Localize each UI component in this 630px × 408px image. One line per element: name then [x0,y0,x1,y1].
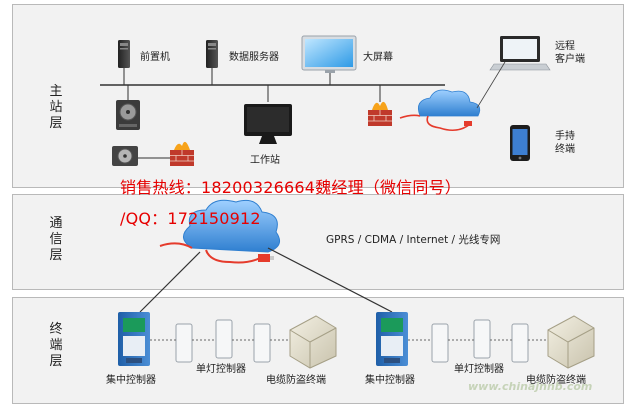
dbserver-label: 数据服务器 [229,52,279,63]
site-watermark: www.chinajnnb.com [468,380,593,393]
layer-label-comm: 通信层 [48,216,64,264]
frontend-label: 前置机 [140,52,170,63]
db-server-icon [206,40,218,68]
handheld-phone-icon [510,125,530,161]
cloud-to-right-concentrator-link [267,247,393,313]
handheld-label: 手持 终端 [555,130,575,156]
hard-disk-icon [116,100,140,130]
master-cloud-icon [399,61,506,132]
right-anti-theft-terminal-icon [547,315,595,369]
remote-laptop-icon [489,36,551,71]
remote-client-label: 远程 客户端 [555,40,585,66]
left-lamp-label: 单灯控制器 [196,364,246,375]
left-anti-theft-terminal-icon [289,315,337,369]
right-concentrator-icon [376,312,408,366]
handheld-label-line2: 终端 [555,144,575,155]
storage-disk-icon [112,146,138,166]
layer-label-comm-text: 通信层 [49,216,63,263]
handheld-label-line1: 手持 [555,131,575,142]
left-concentrator-icon [118,312,150,366]
firewall-left-icon [170,141,194,166]
workstation-monitor-icon [244,104,292,144]
qq-contact-text: /QQ：172150912 [120,209,261,228]
sales-hotline-text: 销售热线：18200326664魏经理（微信同号） [120,178,461,197]
layer-label-terminal: 终端层 [48,322,64,370]
right-concentrator-label: 集中控制器 [365,375,415,386]
layer-label-master-text: 主站层 [49,84,63,131]
cloud-to-left-concentrator-link [139,251,201,313]
remote-client-label-line2: 客户端 [555,54,585,65]
left-lamp-controllers-icon [150,319,292,363]
comm-cloud-icon [159,199,281,264]
frontend-server-icon [118,40,130,68]
left-anti-theft-label: 电缆防盗终端 [266,375,326,386]
layer-label-master: 主站层 [48,84,64,132]
firewall-right-icon [368,101,392,126]
right-lamp-controllers-icon [408,319,548,363]
bigscreen-label: 大屏幕 [363,52,393,63]
big-screen-icon [301,35,357,73]
remote-client-label-line1: 远程 [555,41,575,52]
right-lamp-label: 单灯控制器 [454,364,504,375]
left-concentrator-label: 集中控制器 [106,375,156,386]
workstation-label: 工作站 [250,155,280,166]
network-types-label: GPRS / CDMA / Internet / 光线专网 [326,234,501,246]
right-anti-theft-label: 电缆防盗终端 [526,375,586,386]
layer-label-terminal-text: 终端层 [49,322,63,369]
